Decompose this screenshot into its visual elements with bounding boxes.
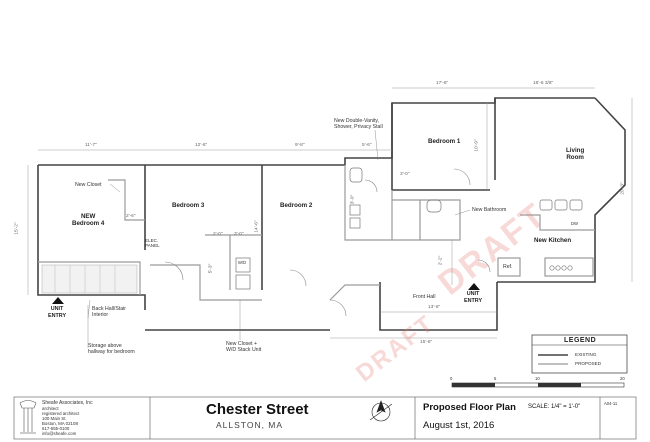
room-label-bedroom-4-line1: NEW <box>80 213 96 220</box>
dim-13-6: 13'-6" <box>428 305 441 310</box>
room-label-front-hall: Front Hall <box>413 294 436 300</box>
title-block-frame <box>13 396 637 440</box>
room-label-bedroom-4-line2: Bedroom 4 <box>72 220 105 227</box>
room-label-bedroom-4: NEW Bedroom 4 <box>72 213 104 227</box>
stair-hatch <box>41 264 138 294</box>
firm-info: Sheafe Associates, Inc architect registe… <box>42 400 93 437</box>
dim-3-0-bath: 3'-0" <box>400 172 410 177</box>
scale-tick-20: 20 <box>620 376 625 381</box>
firm-line-5: 617-555-0100 <box>42 426 70 431</box>
existing-walls <box>37 97 626 331</box>
unit-entry-left-line2: ENTRY <box>48 313 67 319</box>
room-label-bedroom-2: Bedroom 2 <box>280 202 313 209</box>
firm-line-1: architect <box>42 406 59 411</box>
firm-line-6: info@sheafe.com <box>42 431 77 436</box>
dim-5-6: 5'-6" <box>362 143 372 148</box>
legend-item-existing: EXISTING <box>575 352 597 357</box>
dim-2-6: 2'-6" <box>126 214 136 219</box>
scale-bar <box>451 382 625 388</box>
note-elec-line2: PANEL <box>145 243 160 248</box>
unit-entry-right-line1: UNIT <box>466 291 480 297</box>
dim-3-0-vanity: 3'-0" <box>350 194 356 205</box>
dim-10-9: 10'-9" <box>474 139 480 152</box>
logo-mark <box>19 400 37 434</box>
label-washer-dryer: W/D <box>238 260 247 265</box>
scale-tick-5: 5 <box>494 376 497 381</box>
note-back-hall-line2: Interior <box>92 312 109 318</box>
sheet-title: Proposed Floor Plan <box>423 402 516 413</box>
unit-entry-right-line2: ENTRY <box>464 298 483 304</box>
note-storage-line2: hallway for bedroom <box>88 349 135 355</box>
dim-11-7: 11'-7" <box>85 143 97 148</box>
room-label-new-kitchen: New Kitchen <box>534 237 572 244</box>
dim-5-3: 5'-3" <box>208 263 214 274</box>
dim-2-2: 2'-2" <box>438 255 444 266</box>
project-location: ALLSTON, MA <box>216 420 284 430</box>
firm-name: Sheafe Associates, Inc <box>42 400 93 406</box>
fixtures <box>235 167 583 290</box>
drawing-scale: SCALE: 1/4" = 1'-0" <box>528 404 581 410</box>
unit-entry-left-line1: UNIT <box>50 306 64 312</box>
note-new-bath-line2: Shower, Privacy Stall <box>334 124 383 130</box>
scale-tick-0: 0 <box>450 376 453 381</box>
dim-2-0: 2'-0" <box>213 232 223 237</box>
note-storage: Storage above hallway for bedroom <box>88 343 135 355</box>
entry-arrows <box>52 283 480 304</box>
legend-item-proposed: PROPOSED <box>575 361 602 366</box>
note-new-bath-fixtures: New Double-Vanity, Shower, Privacy Stall <box>334 118 383 130</box>
room-label-bedroom-1: Bedroom 1 <box>428 138 461 145</box>
drawing-date: August 1st, 2016 <box>423 420 495 431</box>
dim-15-2: 15'-2" <box>14 222 20 235</box>
room-label-living-room: Living Room <box>566 147 584 161</box>
dim-20-3: 20'-3" <box>620 182 626 195</box>
note-new-bath-line1: New Double-Vanity, <box>334 118 380 124</box>
north-arrow <box>369 400 393 422</box>
sheet-number: A04-11 <box>604 401 618 406</box>
dim-9-8: 9'-8" <box>295 143 305 148</box>
note-new-closet: New Closet <box>75 182 102 188</box>
firm-line-3: 100 Main St. <box>42 416 67 421</box>
dimension-lines <box>27 87 633 339</box>
firm-line-4: Boston, MA 02108 <box>42 421 78 426</box>
note-back-hall-line1: Back Hall/Stair <box>92 306 127 312</box>
legend-title: LEGEND <box>564 337 597 344</box>
note-closet-wd-line2: W/D Stack Unit <box>226 347 262 353</box>
scale-tick-10: 10 <box>535 376 540 381</box>
label-unit-entry-left: UNIT ENTRY <box>48 306 66 320</box>
room-label-living-line1: Living <box>566 147 585 154</box>
note-closet-wd-line1: New Closet + <box>226 341 257 347</box>
label-unit-entry-right: UNIT ENTRY <box>464 291 482 305</box>
room-label-living-line2: Room <box>566 154 584 161</box>
dim-15-6: 15'-6" <box>420 340 433 345</box>
dim-3-0-closet: 3'-0" <box>234 232 244 237</box>
dim-16-6-3-8: 16'-6 3/8" <box>533 81 554 86</box>
label-dishwasher: DW <box>571 221 578 226</box>
leader-lines <box>87 129 471 348</box>
firm-line-2: registered architect <box>42 411 80 416</box>
proposed-walls <box>38 165 595 301</box>
legend-box <box>531 334 628 374</box>
dim-17-6: 17'-6" <box>436 81 449 86</box>
note-closet-wd: New Closet + W/D Stack Unit <box>226 341 261 353</box>
door-swings <box>164 168 491 317</box>
label-refrigerator: Ref. <box>503 264 513 270</box>
note-storage-line1: Storage above <box>88 343 122 349</box>
note-elec-panel: ELEC. PANEL <box>145 238 160 248</box>
note-elec-line1: ELEC. <box>145 238 159 243</box>
project-title: Chester Street <box>206 401 309 418</box>
dim-14-6: 14'-6" <box>254 220 260 233</box>
note-back-hall-stair: Back Hall/Stair Interior <box>92 306 126 318</box>
note-new-bathroom: New Bathroom <box>472 207 507 213</box>
dim-12-6: 12'-6" <box>195 143 208 148</box>
room-label-bedroom-3: Bedroom 3 <box>172 202 205 209</box>
